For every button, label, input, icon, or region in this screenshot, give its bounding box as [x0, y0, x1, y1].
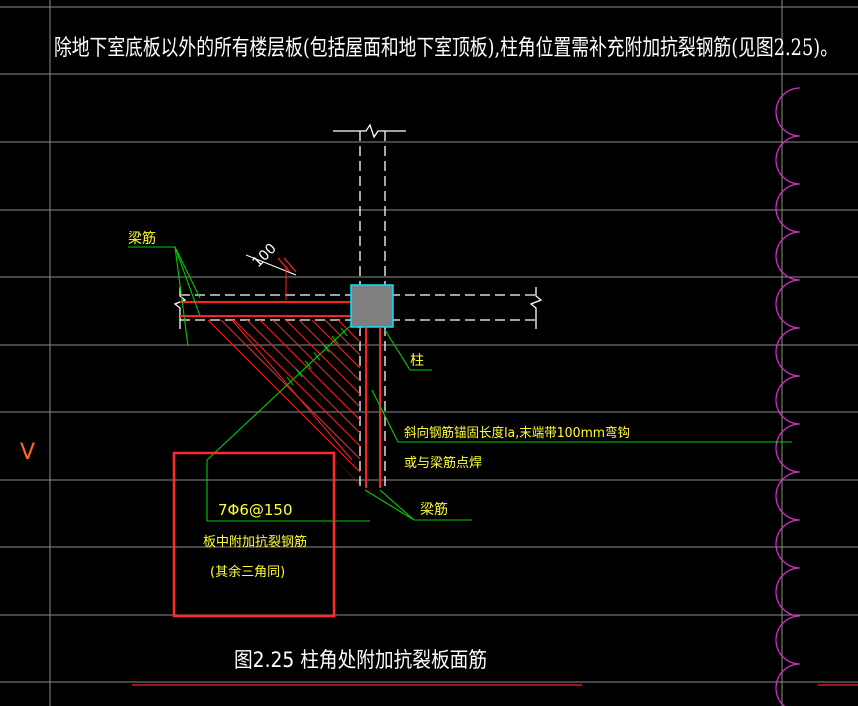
- leader-tick: [313, 352, 321, 361]
- label-column: 柱: [410, 353, 424, 369]
- dim-line: [245, 254, 297, 276]
- hatch-line: [526, 300, 726, 500]
- hatch-line: [200, 320, 298, 485]
- beam-rebars-red: [180, 301, 381, 488]
- hatch-line: [487, 300, 687, 500]
- hatch-line: [213, 320, 360, 485]
- hatch-line: [552, 300, 752, 500]
- leader-tick: [304, 360, 312, 369]
- hatch-line: [200, 320, 246, 485]
- hatch-line: [200, 320, 350, 485]
- dim-tick-b: [283, 257, 297, 273]
- label-beam-rebar-bottom: 梁筋: [420, 501, 448, 518]
- hatch-line: [304, 320, 360, 485]
- hatch-line: [500, 300, 700, 500]
- leader-beam-bottom: [364, 489, 472, 521]
- highlight-box: [172, 451, 336, 618]
- leader-column: [384, 329, 411, 371]
- hatch-line: [200, 320, 233, 485]
- hatch-line: [200, 320, 324, 485]
- hatch-line: [239, 320, 360, 485]
- hatch-line: [200, 320, 337, 485]
- hatch-line: [200, 320, 360, 485]
- leader-tick: [286, 376, 294, 386]
- hatch-line: [226, 320, 360, 485]
- hatch-line: [200, 320, 285, 485]
- column-square: [350, 284, 394, 328]
- hatch-line: [578, 300, 778, 500]
- hatch-line: [461, 300, 661, 500]
- beam-break-right: [529, 287, 543, 329]
- label-diagonal-line2: 或与梁筋点焊: [404, 455, 482, 471]
- dimension-100: 100: [245, 241, 297, 300]
- hatch-line: [252, 320, 360, 485]
- label-box-line1: 板中附加抗裂钢筋: [203, 534, 307, 550]
- leader-beam-top: [128, 246, 201, 299]
- leader-beam-top-c: [174, 246, 189, 347]
- hatch-line: [265, 320, 360, 485]
- leader-tick: [295, 368, 303, 378]
- beam-break-top: [333, 123, 406, 139]
- hatch-line: [291, 320, 360, 485]
- hatch-boundary: [231, 319, 353, 461]
- vertical-beam: [333, 123, 406, 488]
- additional-rebar-hatch: [0, 300, 778, 500]
- leader-ticks: [286, 327, 348, 386]
- hatch-line: [200, 320, 207, 485]
- label-diagonal-line1: 斜向钢筋锚固长度la,末端带100mm弯钩: [404, 425, 630, 441]
- revision-cloud: [775, 87, 801, 706]
- hatch-line: [200, 320, 311, 485]
- leader-tick: [340, 327, 348, 337]
- hatch-line: [0, 300, 193, 500]
- hatch-line: [0, 300, 180, 500]
- hatch-line: [565, 300, 765, 500]
- header-note: 除地下室底板以外的所有楼层板(包括屋面和地下室顶板),柱角位置需补充附加抗裂钢筋…: [54, 36, 838, 61]
- hatch-line: [317, 320, 360, 485]
- leader-beam-bottom-b: [379, 489, 415, 521]
- label-beam-rebar-top: 梁筋: [128, 230, 156, 247]
- label-box-line2: (其余三角同): [210, 564, 285, 580]
- leader-tick: [322, 344, 330, 353]
- dim-tick-a: [277, 257, 291, 273]
- hatch-line: [278, 320, 360, 485]
- leader-tick: [331, 335, 339, 345]
- label-spec: 7Φ6@150: [218, 501, 293, 519]
- leader-diagonal: [371, 389, 792, 443]
- hatch-line: [513, 300, 713, 500]
- hatch-line: [200, 320, 360, 485]
- hatch-line: [539, 300, 739, 500]
- hatch-line: [200, 320, 220, 485]
- side-marker: V: [20, 440, 35, 465]
- hatch-line: [474, 300, 674, 500]
- hatch-line: [200, 320, 259, 485]
- leader-beam-top-b: [174, 246, 201, 317]
- figure-caption: 图2.25 柱角处附加抗裂板面筋: [234, 648, 487, 672]
